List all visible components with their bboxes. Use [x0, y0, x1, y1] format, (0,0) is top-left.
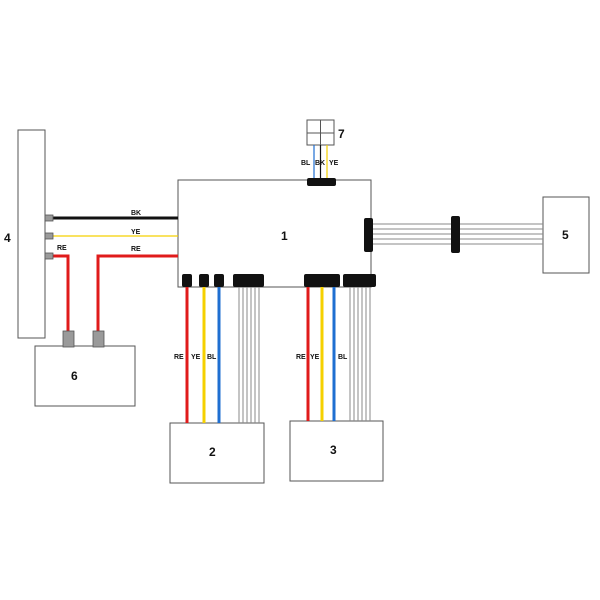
- component-3-box: [289, 420, 384, 482]
- label-ye-3: YE: [310, 354, 320, 361]
- label-ye-4: YE: [131, 229, 141, 236]
- connector-multi-1-to-2: [233, 274, 264, 287]
- component-4-pin-red: [44, 252, 54, 260]
- component-2-number: 2: [209, 445, 216, 459]
- grey-wires-1-to-3: [349, 287, 371, 421]
- component-1-number: 1: [281, 229, 288, 243]
- connector-yellow-1-to-2: [199, 274, 209, 287]
- component-6-number: 6: [71, 369, 78, 383]
- label-bl-3: BL: [338, 354, 348, 361]
- grey-wires-1-to-2: [238, 287, 260, 423]
- label-bl-2: BL: [207, 354, 217, 361]
- wire-red-4-to-6: [45, 254, 70, 334]
- component-4-pin-black: [44, 214, 54, 222]
- component-1-box: [177, 179, 372, 288]
- component-2-box: [169, 422, 265, 484]
- label-ye-2: YE: [191, 354, 201, 361]
- component-6-terminal-left: [62, 330, 75, 348]
- label-bk-7: BK: [315, 160, 325, 167]
- connector-1-side-to-5: [364, 218, 373, 252]
- label-bl-7: BL: [301, 160, 311, 167]
- label-re-2: RE: [174, 354, 184, 361]
- label-re-4-bottom: RE: [131, 246, 141, 253]
- component-3-number: 3: [330, 443, 337, 457]
- component-6-terminal-right: [92, 330, 105, 348]
- component-6-box: [34, 345, 136, 407]
- connector-multi-b-1-to-3: [343, 274, 376, 287]
- component-4-bar: [17, 129, 46, 339]
- component-4-pin-yellow: [44, 232, 54, 240]
- label-ye-7: YE: [329, 160, 339, 167]
- label-bk-4: BK: [131, 210, 141, 217]
- label-re-3: RE: [296, 354, 306, 361]
- connector-inline-to-5: [451, 216, 460, 253]
- connector-7-on-1: [307, 178, 336, 186]
- label-re-4-top: RE: [57, 245, 67, 252]
- component-7-number: 7: [338, 127, 345, 141]
- connector-red-1-to-2: [182, 274, 192, 287]
- component-4-number: 4: [4, 231, 11, 245]
- connector-multi-a-1-to-3: [304, 274, 340, 287]
- connector-blue-1-to-2: [214, 274, 224, 287]
- component-5-box: [542, 196, 590, 274]
- wire-red-1-to-6: [96, 254, 178, 334]
- component-5-number: 5: [562, 228, 569, 242]
